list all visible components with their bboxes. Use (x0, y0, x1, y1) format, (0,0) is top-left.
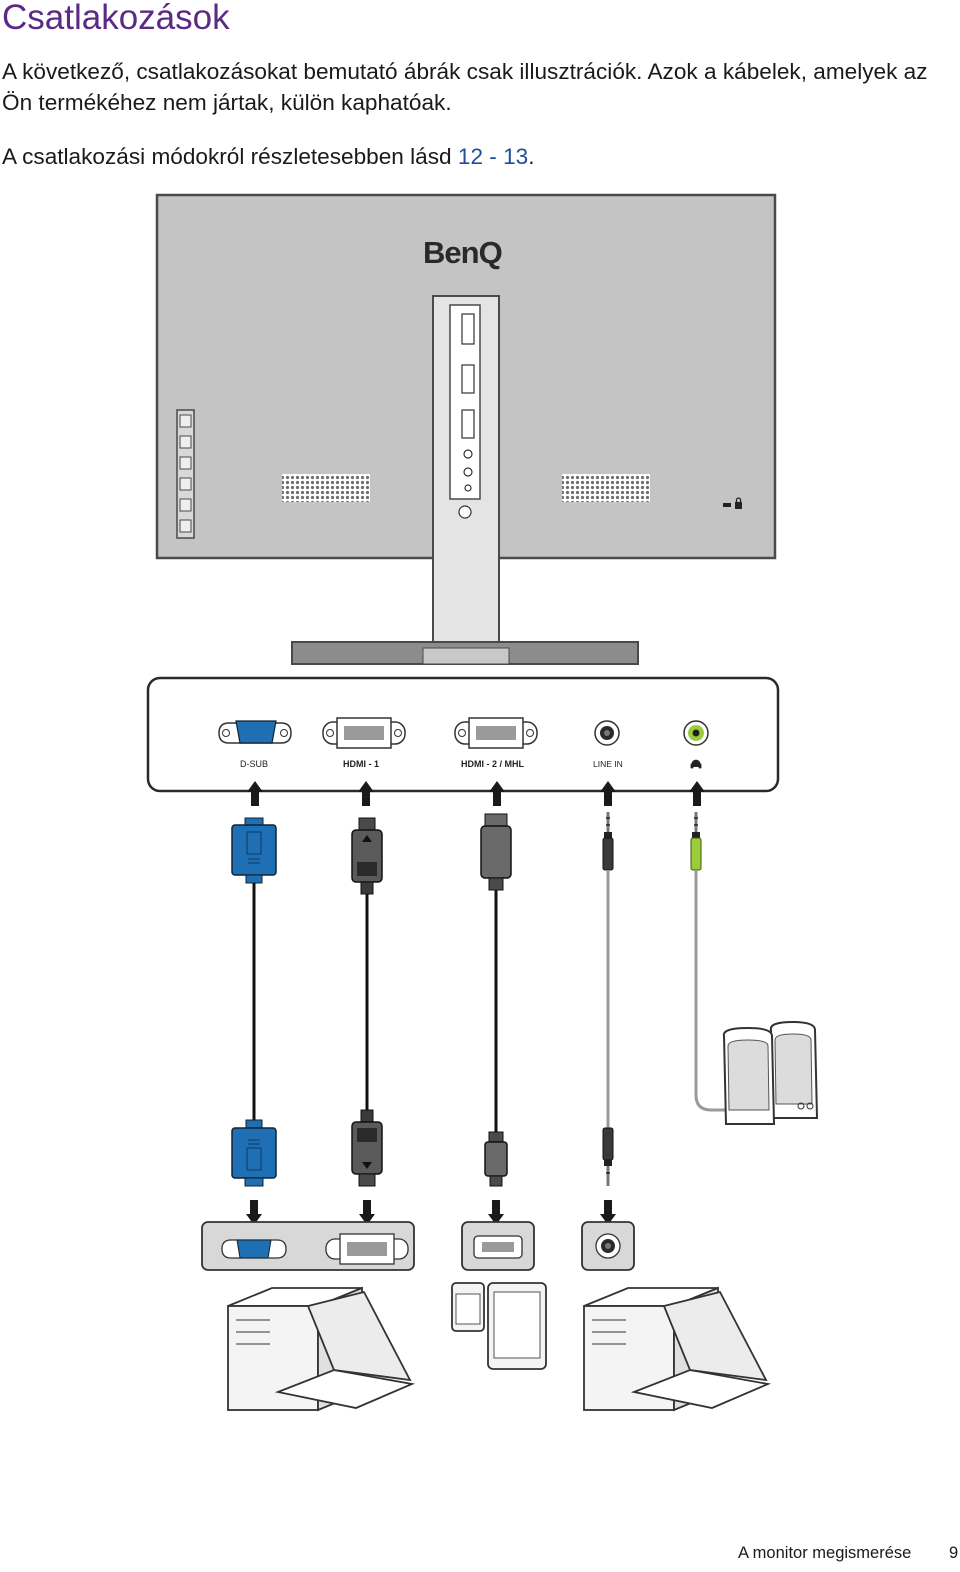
headphone-port[interactable] (683, 720, 709, 746)
hdmi-cable (351, 817, 383, 1187)
down-arrows (246, 1200, 616, 1225)
pc-and-laptop-right (583, 1286, 772, 1412)
hdmi1-label: HDMI - 1 (343, 759, 379, 769)
side-control-buttons (176, 409, 195, 539)
line-in-port[interactable] (594, 720, 620, 746)
reference-prefix: A csatlakozási módokról részletesebben l… (2, 144, 458, 169)
vent-grille-right (562, 474, 650, 502)
line-in-label: LINE IN (593, 759, 623, 769)
hdmi2-mhl-port[interactable] (454, 717, 538, 749)
mobile-devices (451, 1282, 547, 1370)
intro-paragraph: A következő, csatlakozásokat bemutató áb… (2, 59, 928, 115)
io-panel-ports (461, 313, 475, 492)
hdmi2-mhl-label: HDMI - 2 / MHL (461, 759, 524, 769)
pc-and-laptop-left (227, 1286, 416, 1412)
kensington-lock-icon (723, 497, 742, 509)
reference-suffix: . (528, 144, 535, 169)
pc-port-panel (201, 1221, 415, 1271)
hdmi1-port[interactable] (322, 717, 406, 749)
footer-page-number: 9 (949, 1544, 959, 1562)
page-reference-link[interactable]: 12 - 13 (457, 144, 529, 169)
headphone-icon (690, 759, 702, 769)
port-strip: D-SUB HDMI - 1 HDMI - 2 / MHL LINE IN (146, 676, 780, 793)
reference-paragraph: A csatlakozási módokról részletesebben l… (2, 144, 535, 170)
vent-grille-left (282, 474, 370, 502)
monitor-rear-view: BenQ (155, 193, 777, 665)
mhl-cable (480, 813, 512, 1187)
audio-port-panel (581, 1221, 635, 1271)
stand-screw-icon (458, 505, 472, 519)
connection-diagram: BenQ (146, 193, 819, 1412)
vga-cable (231, 817, 277, 1187)
page-title: Csatlakozások (2, 0, 230, 37)
benq-logo: BenQ (423, 235, 502, 270)
dsub-port[interactable] (218, 720, 292, 744)
speakers (722, 1020, 819, 1125)
speaker-cable (690, 812, 736, 1112)
up-arrows (247, 781, 705, 806)
line-in-cable (602, 812, 614, 1186)
footer-section-title: A monitor megismerése (738, 1544, 912, 1562)
mobile-port-panel (461, 1221, 535, 1271)
dsub-label: D-SUB (240, 759, 268, 769)
io-panel (449, 304, 481, 500)
